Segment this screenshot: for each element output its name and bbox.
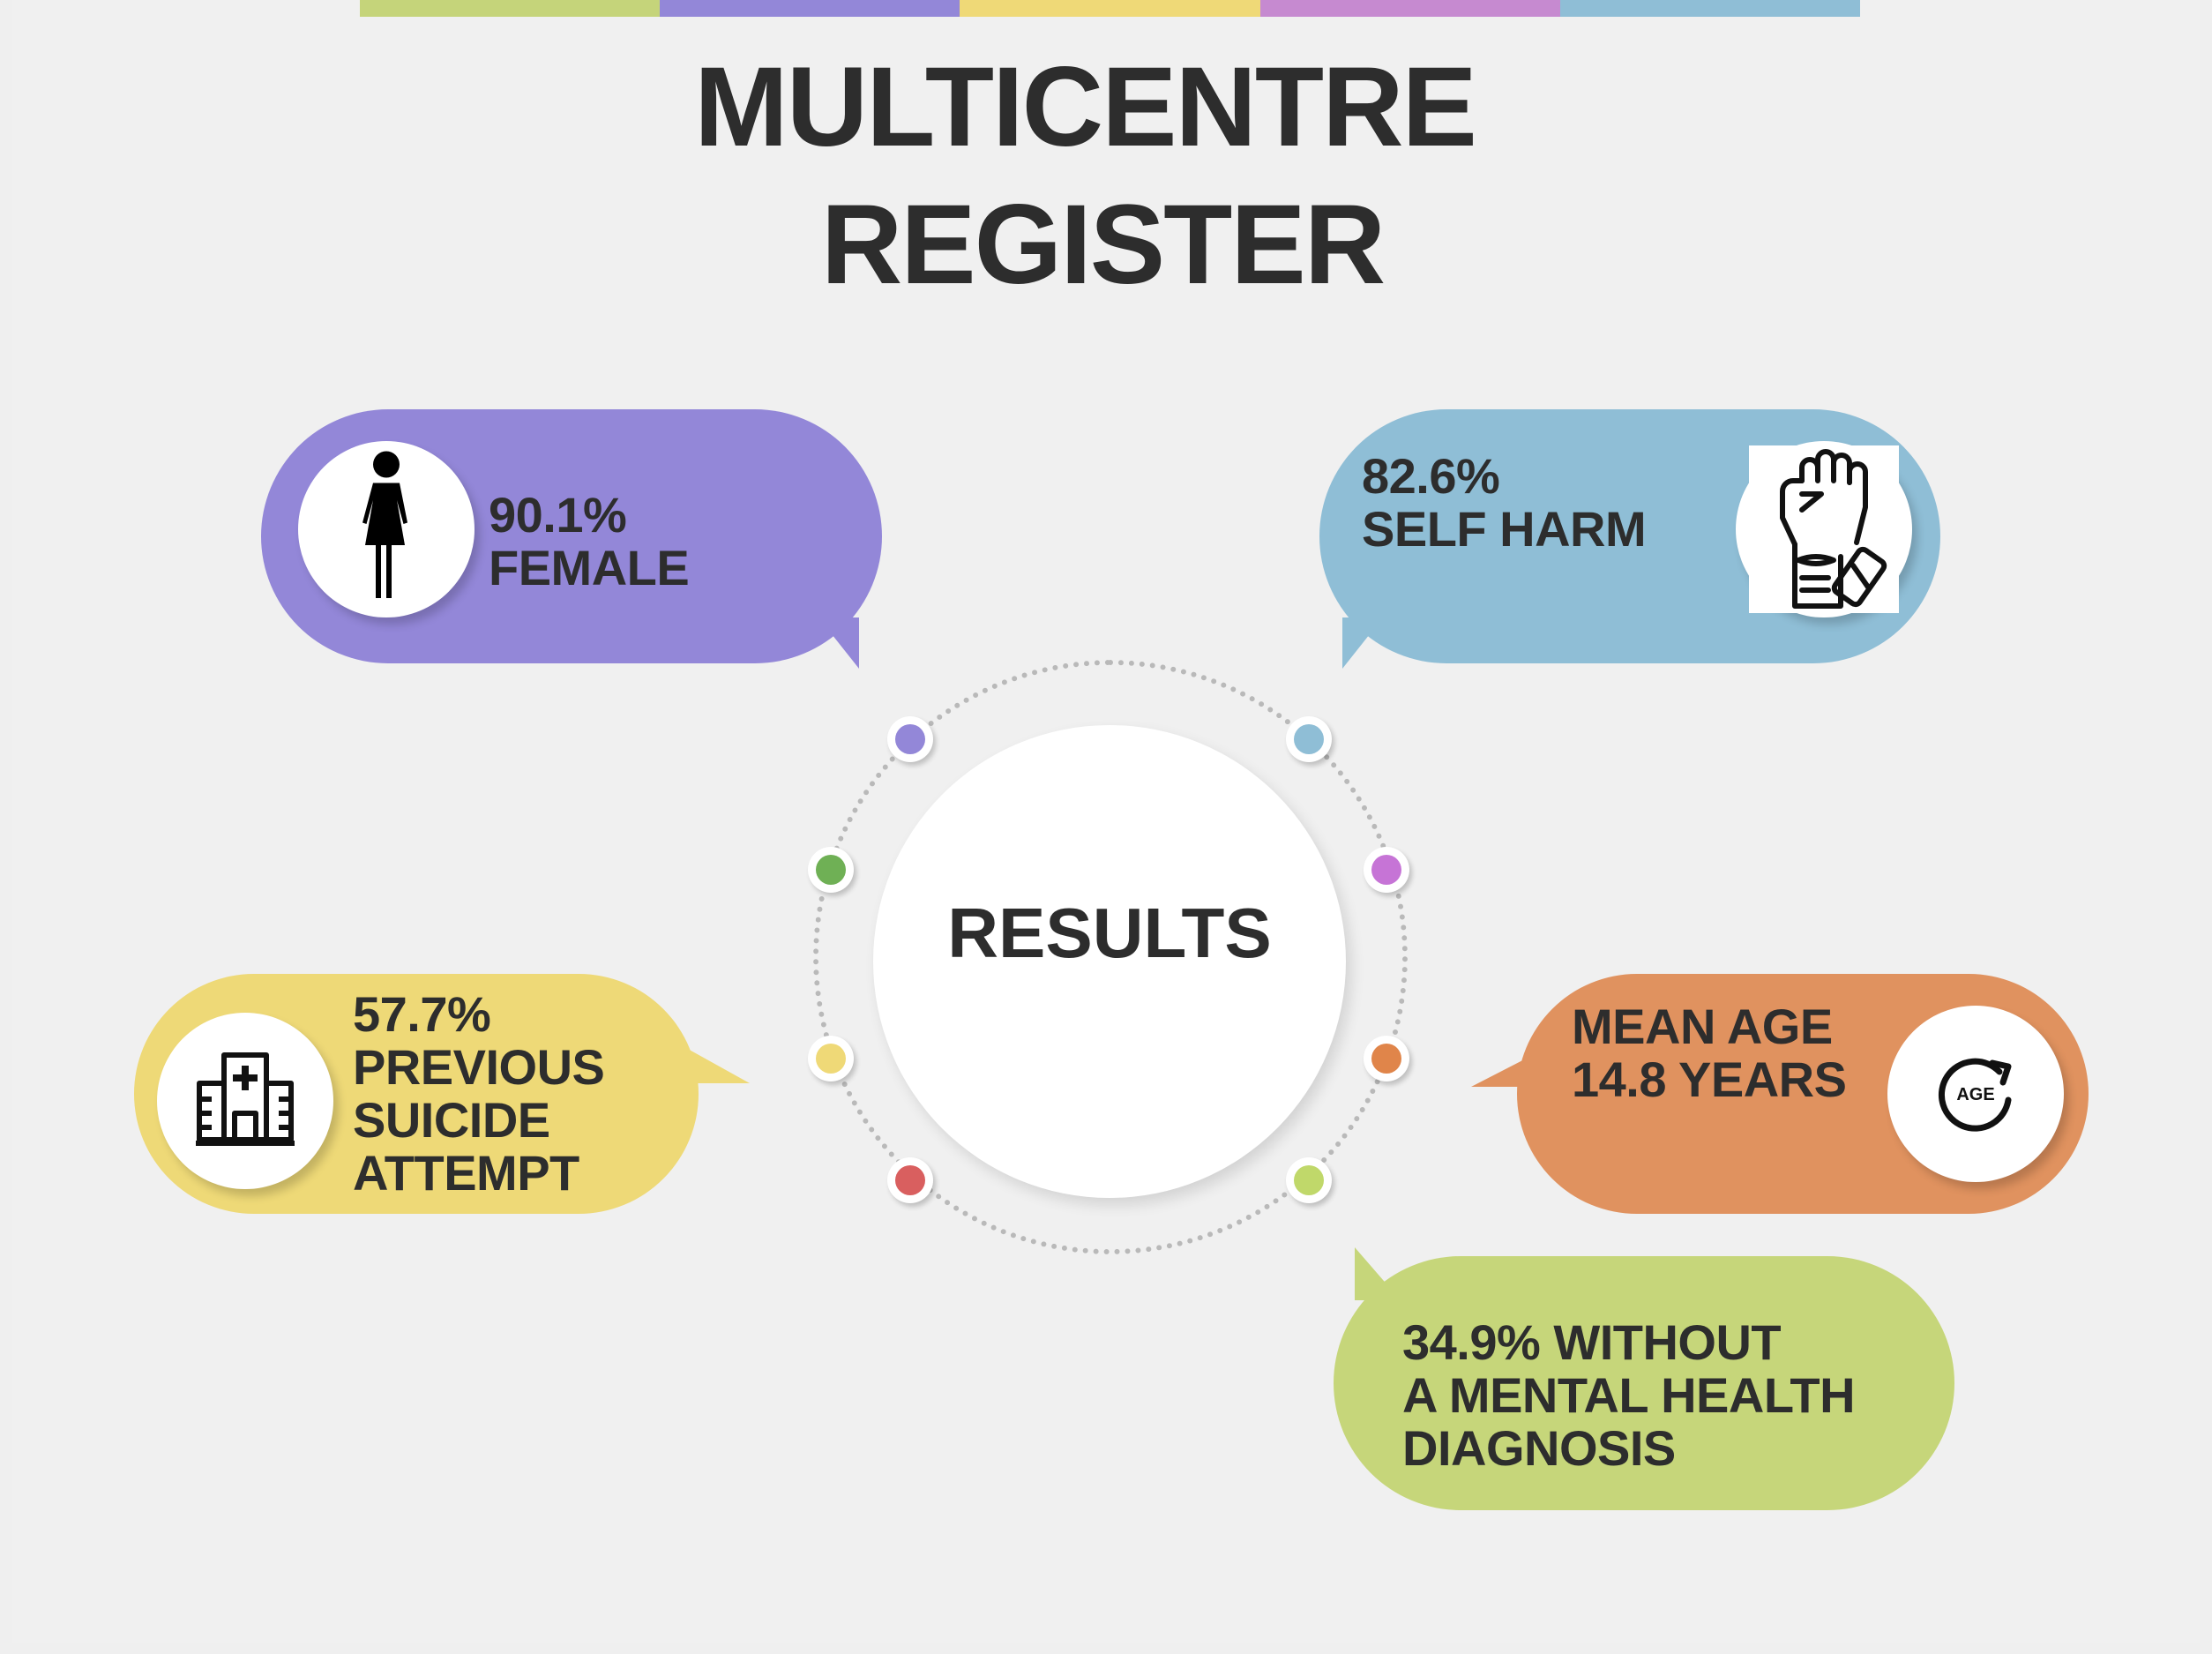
- results-circle: RESULTS: [873, 725, 1346, 1198]
- color-bar-segment-blue: [1559, 0, 1861, 17]
- age-cycle-icon: AGE: [1938, 1058, 2012, 1132]
- ring-dot-purple: [887, 716, 933, 762]
- color-bar-segment-yellow: [960, 0, 1260, 17]
- stat-no-diagnosis-text: 34.9% WITHOUT A MENTAL HEALTH DIAGNOSIS: [1402, 1314, 1856, 1476]
- dotted-ring: [813, 660, 1408, 1254]
- female-person-icon: [362, 451, 407, 598]
- color-bar: [360, 0, 1861, 17]
- ring-dot-green: [808, 847, 854, 893]
- ring-dot-red: [887, 1157, 933, 1203]
- color-bar-segment-green: [360, 0, 661, 17]
- ring-dot-magenta: [1364, 847, 1409, 893]
- results-label: RESULTS: [947, 894, 1272, 972]
- page-title-line1: MULTICENTRE: [694, 44, 1477, 170]
- svg-text:AGE: AGE: [1956, 1085, 1994, 1104]
- stat-mean-age-text: MEAN AGE 14.8 YEARS: [1572, 999, 1847, 1107]
- stat-self-harm-text: 82.6% SELF HARM: [1362, 448, 1647, 557]
- color-bar-segment-purple: [660, 0, 960, 17]
- self-harm-icon-circle: [1736, 441, 1912, 617]
- age-icon-circle: AGE: [1887, 1006, 2064, 1182]
- ring-dot-lime: [1286, 1157, 1332, 1203]
- female-icon-circle: [298, 441, 475, 617]
- hospital-icon-circle: [157, 1013, 333, 1189]
- page-title-line2: REGISTER: [820, 182, 1386, 308]
- color-bar-segment-magenta: [1259, 0, 1560, 17]
- ring-dot-yellow: [808, 1036, 854, 1081]
- ring-dot-blue: [1286, 716, 1332, 762]
- wrist-razor-icon: [1749, 445, 1899, 613]
- hospital-icon: [196, 1052, 295, 1146]
- ring-dot-orange: [1364, 1036, 1409, 1081]
- stat-suicide-attempt-text: 57.7% PREVIOUS SUICIDE ATTEMPT: [353, 986, 605, 1201]
- stat-female-text: 90.1% FEMALE: [489, 487, 690, 595]
